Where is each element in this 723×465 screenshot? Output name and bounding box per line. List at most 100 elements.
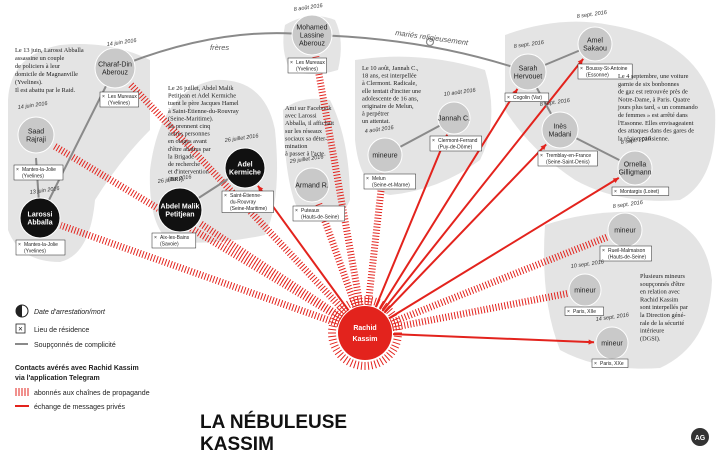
node-name: Hervouet [514, 74, 542, 81]
note-line: jours plus tard, « un commando [617, 104, 698, 111]
note-line: (BRI). [168, 176, 185, 183]
center-ray [393, 328, 402, 331]
note-line: autres personnes [168, 131, 210, 138]
node-name: Armand R. [295, 183, 329, 190]
private-link-amel [381, 58, 584, 312]
note-line: (Yvelines). [15, 79, 43, 86]
note-line: rale de la sécurité [640, 320, 684, 327]
note-line: garnie de six bonbonnes [618, 81, 680, 88]
center-ray [339, 305, 346, 312]
note-line: Ils prennent cinq [168, 123, 211, 130]
title-line1: LA NÉBULEUSE [200, 411, 347, 433]
note-line: sur les réseaux [285, 128, 323, 135]
node-location: (Hauts-de-Seine) [301, 215, 339, 221]
node-name: Madani [549, 132, 572, 139]
location-box [151, 232, 197, 249]
logo: AG [691, 428, 709, 446]
node-circle [157, 187, 203, 233]
link-charaf-mohamed [114, 32, 313, 69]
node-date: 8 sept. 2016 [612, 200, 644, 210]
node-name: Rajraji [26, 137, 46, 144]
note-line: à Saint-Étienne-du-Rouvray [168, 107, 240, 115]
location-box [363, 173, 416, 190]
note-line: à perpétrer [362, 111, 390, 118]
note-line: Abballa, il affichait [285, 120, 334, 127]
node-name: Abdel Malik [161, 204, 200, 211]
legend-private: échange de messages privés [34, 404, 126, 411]
residence-icon: × [16, 167, 19, 173]
node-location: Paris, XIIe [573, 309, 596, 315]
center-ray [389, 347, 398, 352]
node-name: Kermiche [229, 170, 261, 177]
location-box [13, 164, 64, 181]
node-date: 4 août 2016 [364, 125, 395, 135]
node-location: (Seine-et-Marne) [372, 183, 410, 189]
node-location: Puteaux [301, 208, 320, 214]
note-jannah: Le 10 août, Jannah C.,18 ans, est interp… [362, 65, 421, 125]
note-line: elle tentait d'inciter une [362, 88, 421, 95]
note-line: Petitjean et Adel Kermiche [168, 93, 236, 100]
note-line: Le 4 septembre, une voiture [618, 73, 689, 80]
blob-minors [544, 211, 712, 369]
node-date: 10 août 2016 [443, 87, 477, 98]
residence-icon: × [290, 60, 293, 66]
note-line: 18 ans, est interpellée [362, 73, 417, 80]
node-circle [617, 150, 653, 186]
node-name: Sakaou [583, 46, 607, 53]
location-box [564, 306, 604, 316]
note-line: Il est abattu par le Raid. [15, 87, 76, 94]
svg-text:AG: AG [695, 435, 706, 442]
center-ray [360, 361, 363, 370]
note-line: à Clermont. Radicale, [362, 80, 417, 87]
note-line: domicile de Magnanville [15, 71, 78, 78]
note-line: sont interpellés par [640, 304, 689, 311]
node-name: mineur [601, 341, 623, 348]
center-ray [329, 321, 338, 325]
node-circle [367, 137, 403, 173]
label-brothers: frères [210, 43, 229, 52]
legend-date: Date d'arrestation/mort [34, 309, 106, 316]
center-ray [328, 328, 337, 331]
center-ray [330, 317, 339, 322]
residence-icon: × [567, 309, 570, 315]
location-box [611, 186, 670, 196]
node-circle [577, 26, 613, 62]
center-ray [356, 296, 360, 305]
center-ray [393, 338, 402, 342]
center-name-line2: Kassim [353, 336, 378, 343]
node-location: Montargis (Loiret) [620, 189, 660, 195]
node-date: 8 sept. 2016 [513, 40, 545, 50]
center-ray [367, 296, 370, 305]
note-line: (Seine-Maritime). [168, 115, 214, 122]
note-line: l'Essonne. Elles envisageaient [618, 120, 694, 127]
center-ray [393, 335, 402, 338]
center-ray [384, 305, 391, 312]
location-box [429, 135, 482, 152]
arrowhead-mineur4 [588, 339, 595, 345]
node-name: Petitjean [165, 212, 194, 219]
node-location: (Hauts-de-Seine) [608, 255, 646, 261]
center-ray [373, 360, 377, 369]
node-circle [17, 116, 55, 154]
center-ray [346, 357, 351, 366]
node-name: Aberouz [102, 70, 129, 77]
location-box [599, 245, 652, 262]
residence-icon: × [295, 208, 298, 214]
node-name: Abballa [27, 220, 52, 227]
location-box [537, 150, 598, 167]
note-line: Le 26 juillet, Abdel Malik [168, 85, 234, 92]
node-name: mineure [372, 153, 397, 160]
note-line: de gaz est retrouvée près de [618, 89, 688, 96]
node-location: Mantes-la-Jolie [22, 167, 56, 173]
